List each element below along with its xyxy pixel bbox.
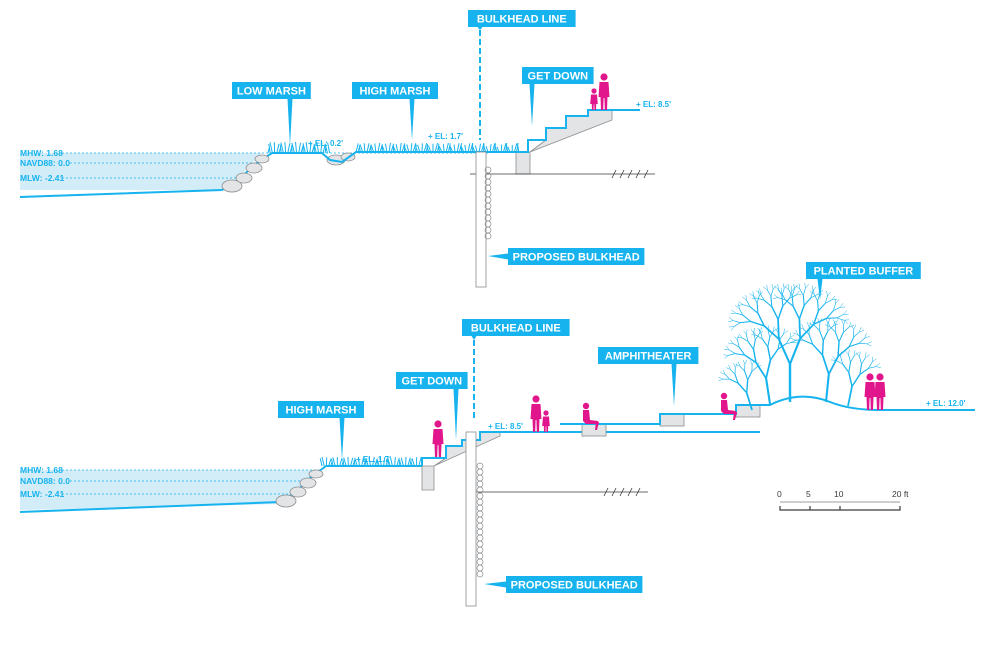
person-adult-icon: [530, 395, 542, 432]
get-down-callout-pointer: [453, 389, 459, 440]
tree-icon: [718, 283, 881, 411]
bottom-utility-line: [466, 487, 648, 497]
top-navd88-label: NAVD88: 0.0: [20, 158, 70, 168]
high-marsh-callout-pointer: [409, 99, 415, 140]
scale-bar: 0 5 10 20 ft: [777, 489, 909, 511]
person-child-icon: [542, 410, 550, 432]
bottom-tieback-anchors: [476, 462, 484, 578]
bulkhead-line-callout: BULKHEAD LINE: [462, 319, 570, 340]
low-marsh-callout-pointer: [287, 99, 293, 146]
proposed-bulkhead-callout: PROPOSED BULKHEAD: [484, 576, 643, 593]
high-marsh-callout-box: [352, 82, 438, 99]
top-elevation-0-2: + EL: 0.2': [308, 139, 343, 148]
scale-tick-10: 10: [834, 489, 844, 499]
person-adult-icon: [432, 420, 444, 457]
get-down-callout-label: GET DOWN: [528, 71, 589, 83]
scale-tick-5: 5: [806, 489, 811, 499]
get-down-callout-box: [522, 67, 594, 84]
top-elevation-1-7: + EL: 1.7': [428, 132, 463, 141]
proposed-bulkhead-callout-box: [508, 248, 645, 265]
planted-buffer-callout-label: PLANTED BUFFER: [814, 266, 914, 278]
bottom-mhw-label: MHW: 1.68: [20, 465, 63, 475]
bottom-section: [19, 283, 975, 607]
bulkhead-line-callout-pointer: [471, 336, 477, 340]
grass-icon: [267, 141, 520, 154]
bottom-elevation-1-7: + EL: 1.7': [356, 455, 391, 464]
amphitheater-callout-label: AMPHITHEATER: [605, 351, 692, 363]
bottom-water-level-lines: [62, 469, 320, 495]
high-marsh-callout-label: HIGH MARSH: [360, 86, 431, 98]
bulkhead-line-callout-label: BULKHEAD LINE: [477, 14, 567, 26]
proposed-bulkhead-callout-label: PROPOSED BULKHEAD: [513, 252, 640, 264]
high-marsh-callout-pointer: [339, 418, 345, 460]
bottom-steps-edge: [421, 431, 760, 466]
get-down-callout: GET DOWN: [396, 372, 468, 440]
person-adult-icon: [874, 373, 886, 410]
person-adult-icon: [598, 73, 610, 110]
bulkhead-line-callout-label: BULKHEAD LINE: [471, 323, 561, 335]
person-adult-icon: [864, 373, 876, 410]
planted-buffer-callout-box: [806, 262, 921, 279]
bottom-water-body: [20, 470, 318, 510]
proposed-bulkhead-callout-label: PROPOSED BULKHEAD: [511, 580, 638, 592]
top-elevation-8-5: + EL: 8.5': [636, 100, 671, 109]
top-proposed-bulkhead-pile: [475, 151, 487, 288]
planted-buffer-callout-pointer: [817, 279, 823, 300]
bulkhead-line-callout-box: [462, 319, 570, 336]
high-marsh-callout-label: HIGH MARSH: [286, 405, 357, 417]
proposed-bulkhead-callout-pointer: [488, 253, 508, 260]
top-section: [19, 30, 655, 288]
planted-buffer-callout: PLANTED BUFFER: [806, 262, 921, 300]
top-ground-line: [272, 151, 520, 164]
top-tieback-anchors: [484, 166, 492, 240]
high-marsh-callout: HIGH MARSH: [352, 82, 438, 140]
bottom-elevation-8-5: + EL: 8.5': [488, 422, 523, 431]
get-down-callout-pointer: [529, 84, 535, 126]
get-down-callout-box: [396, 372, 468, 389]
bottom-elevation-12-0: + EL: 12.0': [926, 399, 966, 408]
top-water-body: [20, 153, 262, 190]
bottom-navd88-label: NAVD88: 0.0: [20, 476, 70, 486]
high-marsh-callout-box: [278, 401, 364, 418]
amphitheater-terraces: [560, 395, 975, 425]
low-marsh-callout-label: LOW MARSH: [237, 86, 306, 98]
bulkhead-line-callout-pointer: [477, 27, 483, 30]
amphitheater-callout-pointer: [671, 364, 677, 406]
person-child-icon: [590, 88, 598, 110]
callouts: LOW MARSH HIGH MARSH BULKHEAD LINE GET DOWN…: [232, 10, 921, 593]
low-marsh-callout-box: [232, 82, 311, 99]
bulkhead-line-callout-box: [468, 10, 576, 27]
scale-tick-20: 20 ft: [892, 489, 909, 499]
bulkhead-line-callout: BULKHEAD LINE: [468, 10, 576, 30]
high-marsh-callout: HIGH MARSH: [278, 401, 364, 460]
low-marsh-callout: LOW MARSH: [232, 82, 311, 146]
bottom-mlw-label: MLW: -2.41: [20, 489, 65, 499]
bottom-proposed-bulkhead-pile: [465, 431, 477, 607]
proposed-bulkhead-callout-box: [506, 576, 643, 593]
boulder-icon: [275, 469, 324, 508]
top-get-down-steps: [515, 109, 613, 175]
top-utility-line: [470, 169, 655, 179]
amphitheater-callout: AMPHITHEATER: [598, 347, 699, 406]
top-steps-edge: [516, 109, 640, 153]
top-mlw-label: MLW: -2.41: [20, 173, 65, 183]
grass-icon: [319, 456, 424, 467]
amphitheater-callout-box: [598, 347, 699, 364]
proposed-bulkhead-callout-pointer: [484, 581, 506, 588]
scale-tick-0: 0: [777, 489, 782, 499]
get-down-callout-label: GET DOWN: [402, 376, 463, 388]
seated-person-icon: [720, 392, 737, 420]
proposed-bulkhead-callout: PROPOSED BULKHEAD: [488, 248, 645, 265]
get-down-callout: GET DOWN: [522, 67, 594, 126]
top-mhw-label: MHW: 1.68: [20, 148, 63, 158]
